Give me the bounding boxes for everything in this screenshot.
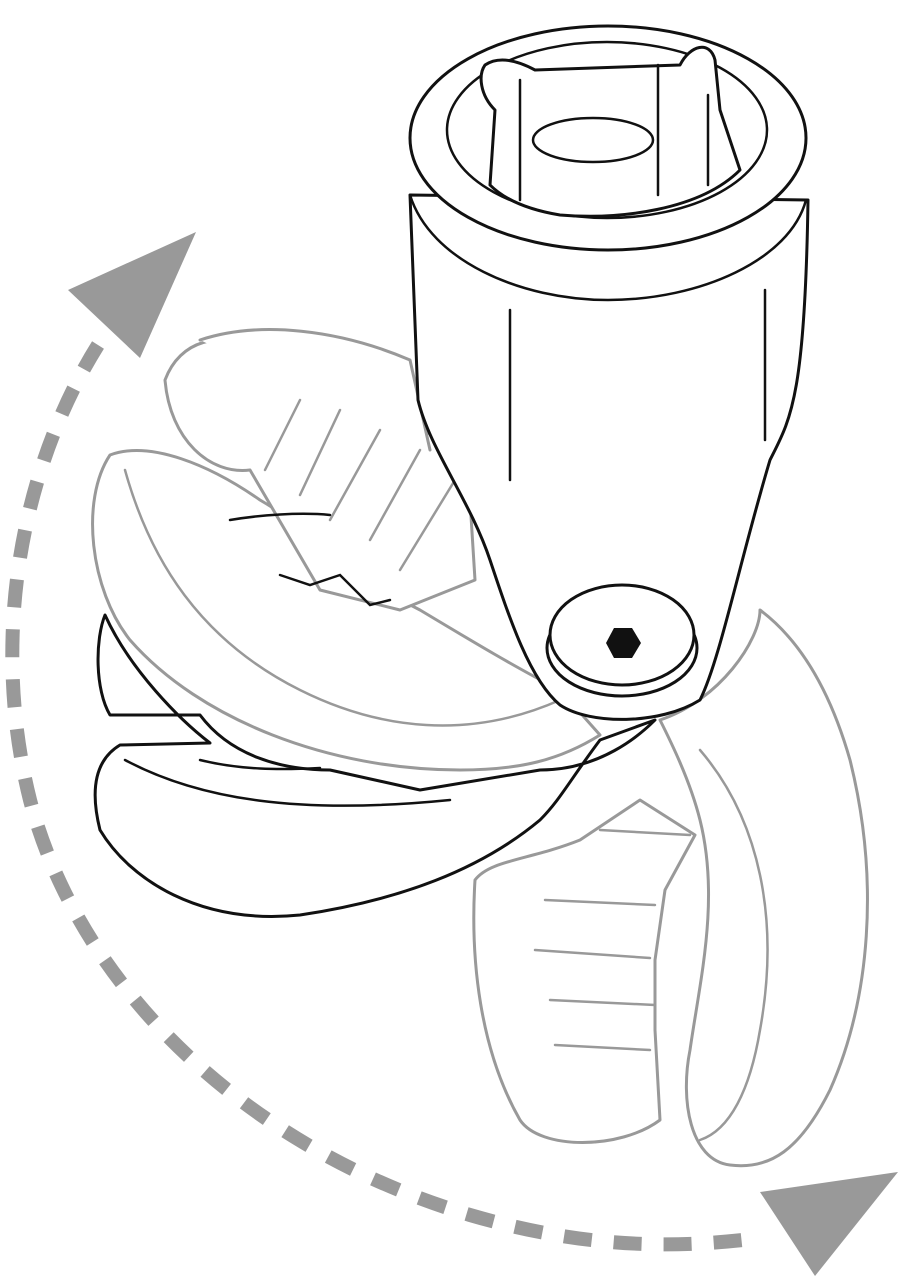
front-wrench [93, 512, 657, 918]
swivel-bolt [545, 583, 699, 698]
socket [408, 24, 810, 721]
hex-socket-icon [606, 628, 641, 658]
rotation-arc [5, 341, 761, 1252]
arrowhead-bottom [760, 1172, 898, 1276]
arrowhead-top [68, 232, 196, 358]
rotation-arrow-icon [5, 232, 898, 1276]
ghost-wrench-lower [472, 608, 869, 1168]
ghost-wrench-upper [91, 328, 602, 772]
